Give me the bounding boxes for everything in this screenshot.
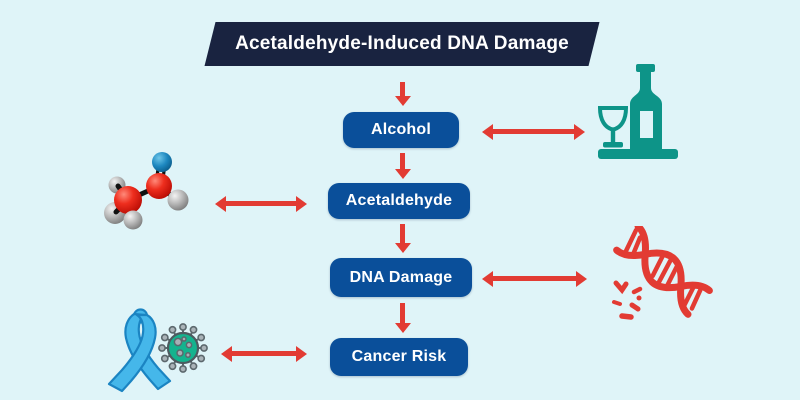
double-arrow-molecule-to-acetaldehyde [225, 201, 297, 206]
flow-node-alcohol: Alcohol [343, 112, 459, 148]
flow-node-alcohol-label: Alcohol [370, 121, 432, 138]
flow-node-acetaldehyde: Acetaldehyde [328, 183, 470, 219]
arrow-banner-to-alcohol [400, 82, 405, 96]
title-banner: Acetaldehyde-Induced DNA Damage [204, 22, 600, 66]
flow-node-dna-damage: DNA Damage [330, 258, 472, 297]
page-title: Acetaldehyde-Induced DNA Damage [235, 33, 569, 54]
wine-bottle-and-glass-icon [597, 64, 678, 159]
damaged-dna-icon [612, 226, 713, 320]
flow-node-dna-damage-label: DNA Damage [349, 268, 453, 286]
awareness-ribbon [107, 308, 172, 393]
double-arrow-alcohol-to-beverage-icon [492, 129, 575, 134]
arrow-alcohol-to-acetaldehyde [400, 153, 405, 169]
arrow-dna-damage-to-cancer-risk [400, 303, 405, 323]
arrow-acetaldehyde-to-dna-damage [400, 224, 405, 243]
flow-node-acetaldehyde-label: Acetaldehyde [345, 192, 453, 209]
double-arrow-ribbon-to-cancer-risk [231, 351, 297, 356]
flow-node-cancer-risk-label: Cancer Risk [351, 348, 447, 365]
double-arrow-dna-damage-to-dna-icon [492, 276, 577, 281]
cancer-awareness-ribbon-and-cell-icon [107, 308, 208, 393]
acetaldehyde-molecule-icon [104, 152, 189, 230]
flow-node-cancer-risk: Cancer Risk [330, 338, 468, 376]
cancer-cell [158, 323, 208, 373]
